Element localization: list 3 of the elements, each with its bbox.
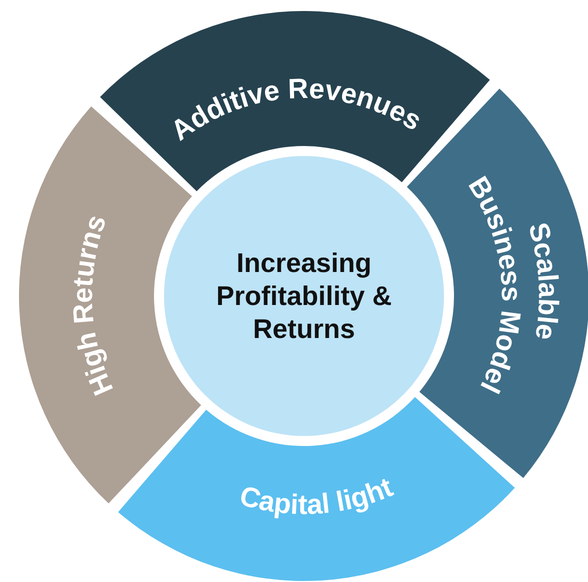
segment-label: Capital light	[236, 471, 398, 520]
ring-segment	[118, 396, 515, 580]
center-label: Increasing Profitability & Returns	[215, 246, 393, 346]
